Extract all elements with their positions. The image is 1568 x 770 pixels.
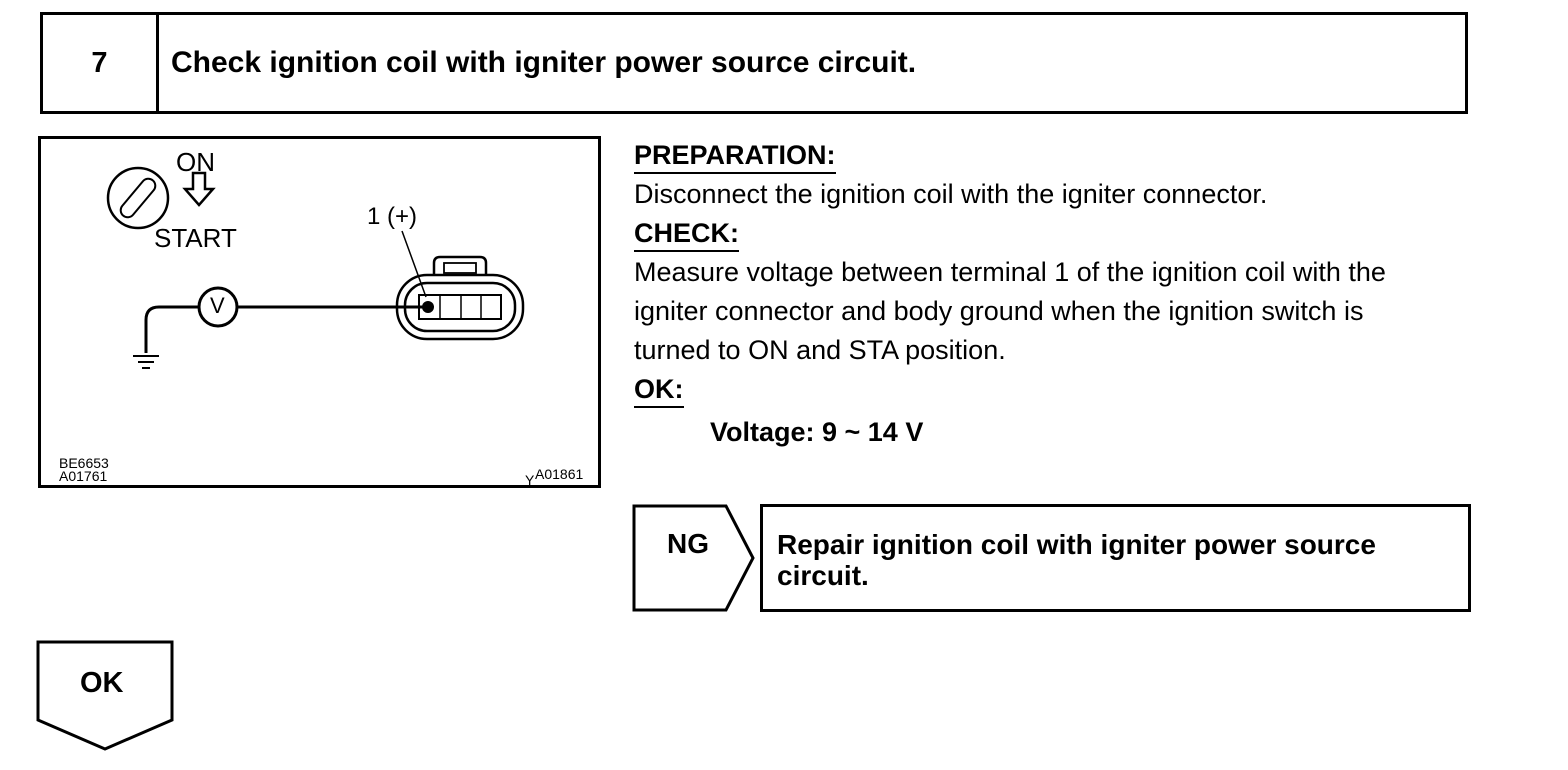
step-title: Check ignition coil with igniter power s… [171,46,917,79]
ignition-switch-icon [106,166,170,230]
ng-arrow-icon [632,504,755,612]
voltmeter-label: V [210,293,225,318]
ok-label: OK [80,667,124,699]
figure-code-4: A01861 [535,466,584,482]
wiring-diagram [106,166,525,369]
preparation-text: Disconnect the ignition coil with the ig… [634,179,1268,209]
terminal-label: 1 (+) [367,203,418,230]
switch-arrow-icon [182,171,216,207]
ok-arrow-icon [36,640,174,751]
ground-wire [144,305,199,353]
ground-icon [133,355,159,369]
check-heading: CHECK: [634,217,739,252]
step-number: 7 [43,15,159,111]
ng-result-line-2: circuit. [777,560,869,591]
check-text-line-2: igniter connector and body ground when t… [634,296,1364,326]
figure-code-3: Y [525,472,535,488]
switch-on-label: ON [176,147,215,177]
ng-label: NG [667,528,709,559]
probe-tip [422,301,434,313]
switch-start-label: START [154,223,237,253]
wiring-illustration: ON START 1 (+) V BE6653 A01761 Y A01861 [38,136,601,488]
check-text-line-3: turned to ON and STA position. [634,335,1006,365]
procedure: PREPARATION: Disconnect the ignition coi… [634,136,1484,452]
figure-code-2: A01761 [59,468,108,484]
ng-result-line-1: Repair ignition coil with igniter power … [777,529,1376,560]
ok-heading: OK: [634,373,684,408]
check-text-line-1: Measure voltage between terminal 1 of th… [634,257,1386,287]
terminal-leader [401,230,427,298]
connector-icon [395,255,525,341]
ng-result-box: Repair ignition coil with igniter power … [760,504,1471,612]
voltage-spec: Voltage: 9 ~ 14 V [710,417,924,447]
figure-code-1: BE6653 [59,455,109,471]
step-header: 7 Check ignition coil with igniter power… [40,12,1468,114]
preparation-heading: PREPARATION: [634,139,836,174]
